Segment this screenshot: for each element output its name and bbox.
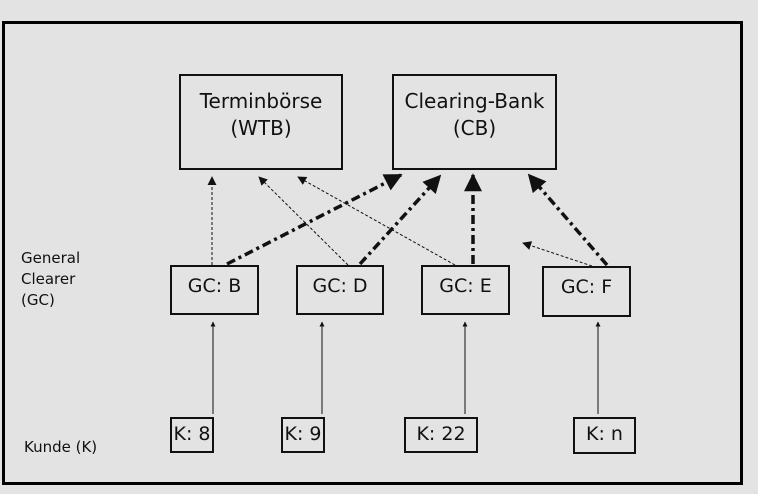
- node-k-9: K: 9: [281, 417, 325, 453]
- node-gc-f-label: GC: F: [560, 276, 613, 298]
- node-gc-e-label: GC: E: [439, 275, 492, 297]
- node-clearing-bank-cb: Clearing-Bank (CB): [392, 74, 557, 170]
- node-cb-abbrev: (CB): [452, 116, 497, 140]
- node-gc-e: GC: E: [421, 265, 510, 315]
- node-k-9-label: K: 9: [284, 423, 322, 445]
- row-label-general-clearer: General Clearer (GC): [21, 248, 80, 311]
- row-label-kunde-text: Kunde (K): [24, 438, 98, 456]
- node-k-22-label: K: 22: [416, 423, 466, 445]
- node-terminboerse-wtb: Terminbörse (WTB): [179, 74, 343, 170]
- node-wtb-abbrev: (WTB): [230, 116, 292, 140]
- node-k-22: K: 22: [404, 417, 478, 453]
- diagram-frame: [2, 21, 743, 485]
- node-gc-b-label: GC: B: [187, 275, 242, 297]
- node-k-8-label: K: 8: [173, 423, 211, 445]
- node-gc-d: GC: D: [296, 265, 384, 315]
- node-cb-title: Clearing-Bank: [404, 89, 545, 113]
- node-k-8: K: 8: [170, 417, 214, 453]
- row-label-gc-line2: Clearer: [21, 270, 76, 288]
- row-label-kunde: Kunde (K): [24, 437, 97, 458]
- node-gc-b: GC: B: [170, 265, 259, 315]
- node-k-n: K: n: [573, 417, 636, 454]
- node-gc-d-label: GC: D: [312, 275, 368, 297]
- node-wtb-title: Terminbörse: [199, 89, 323, 113]
- row-label-gc-line3: (GC): [21, 291, 55, 309]
- node-k-n-label: K: n: [586, 423, 623, 445]
- node-gc-f: GC: F: [542, 266, 631, 317]
- row-label-gc-line1: General: [21, 249, 81, 267]
